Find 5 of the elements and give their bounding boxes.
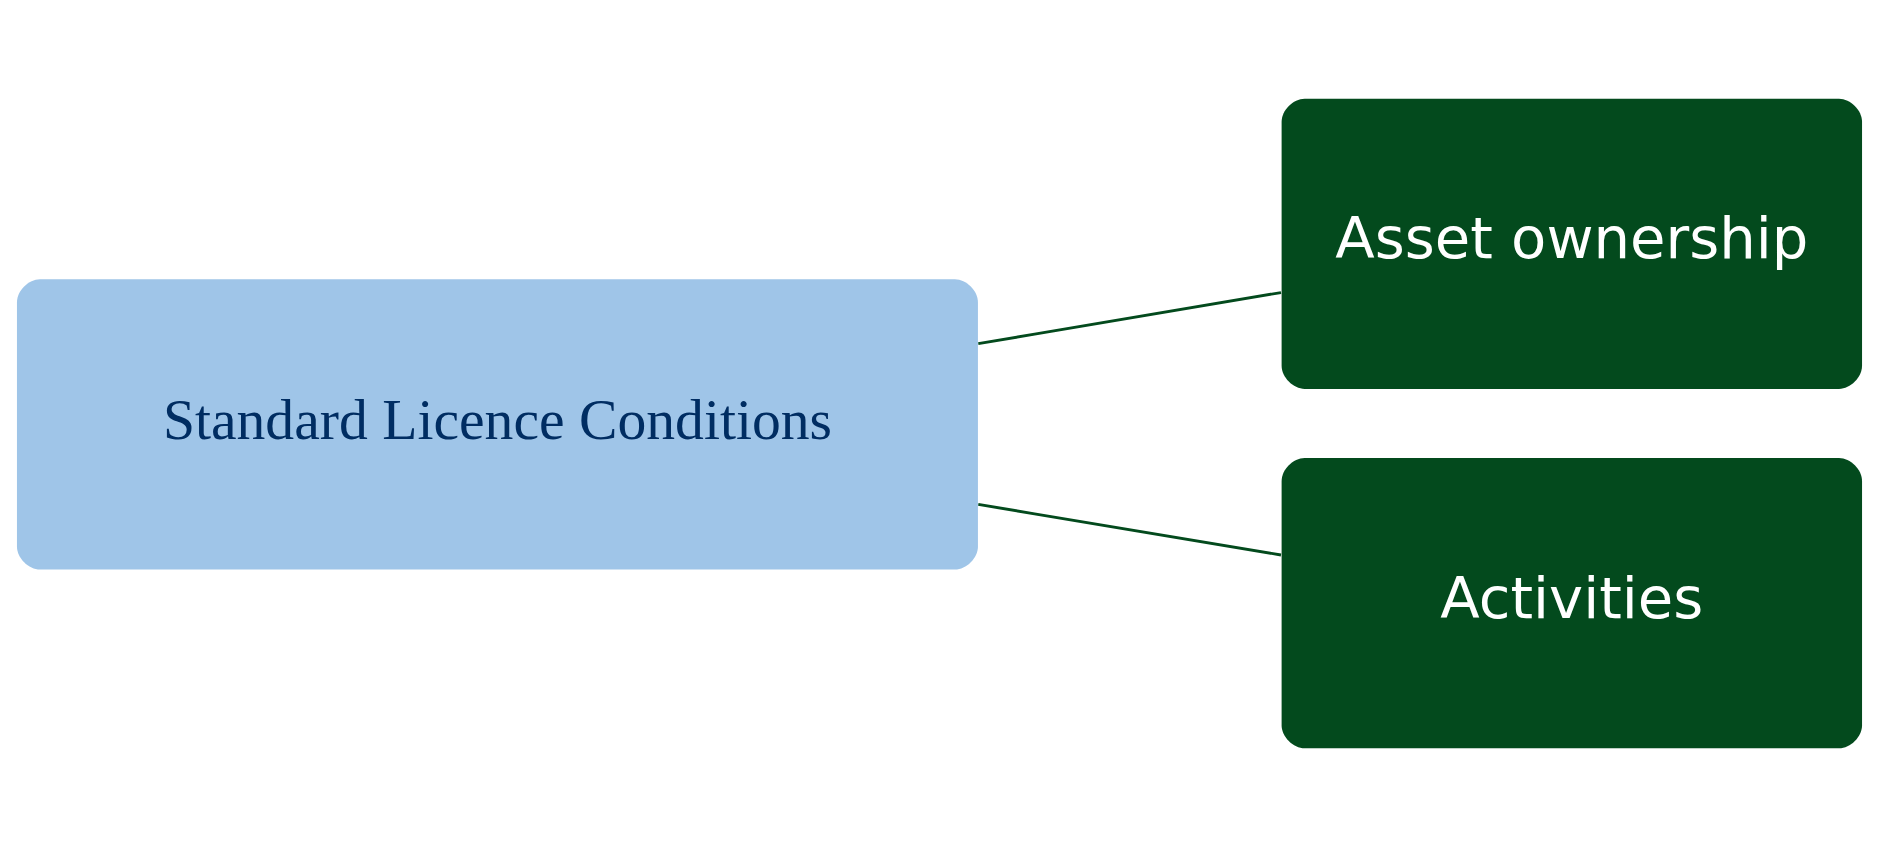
connector <box>978 291 1282 346</box>
node-box: Standard Licence Conditions <box>16 279 978 570</box>
node-box: Asset ownership <box>1281 98 1863 389</box>
node-box: Activities <box>1281 458 1863 749</box>
connector <box>978 503 1282 557</box>
